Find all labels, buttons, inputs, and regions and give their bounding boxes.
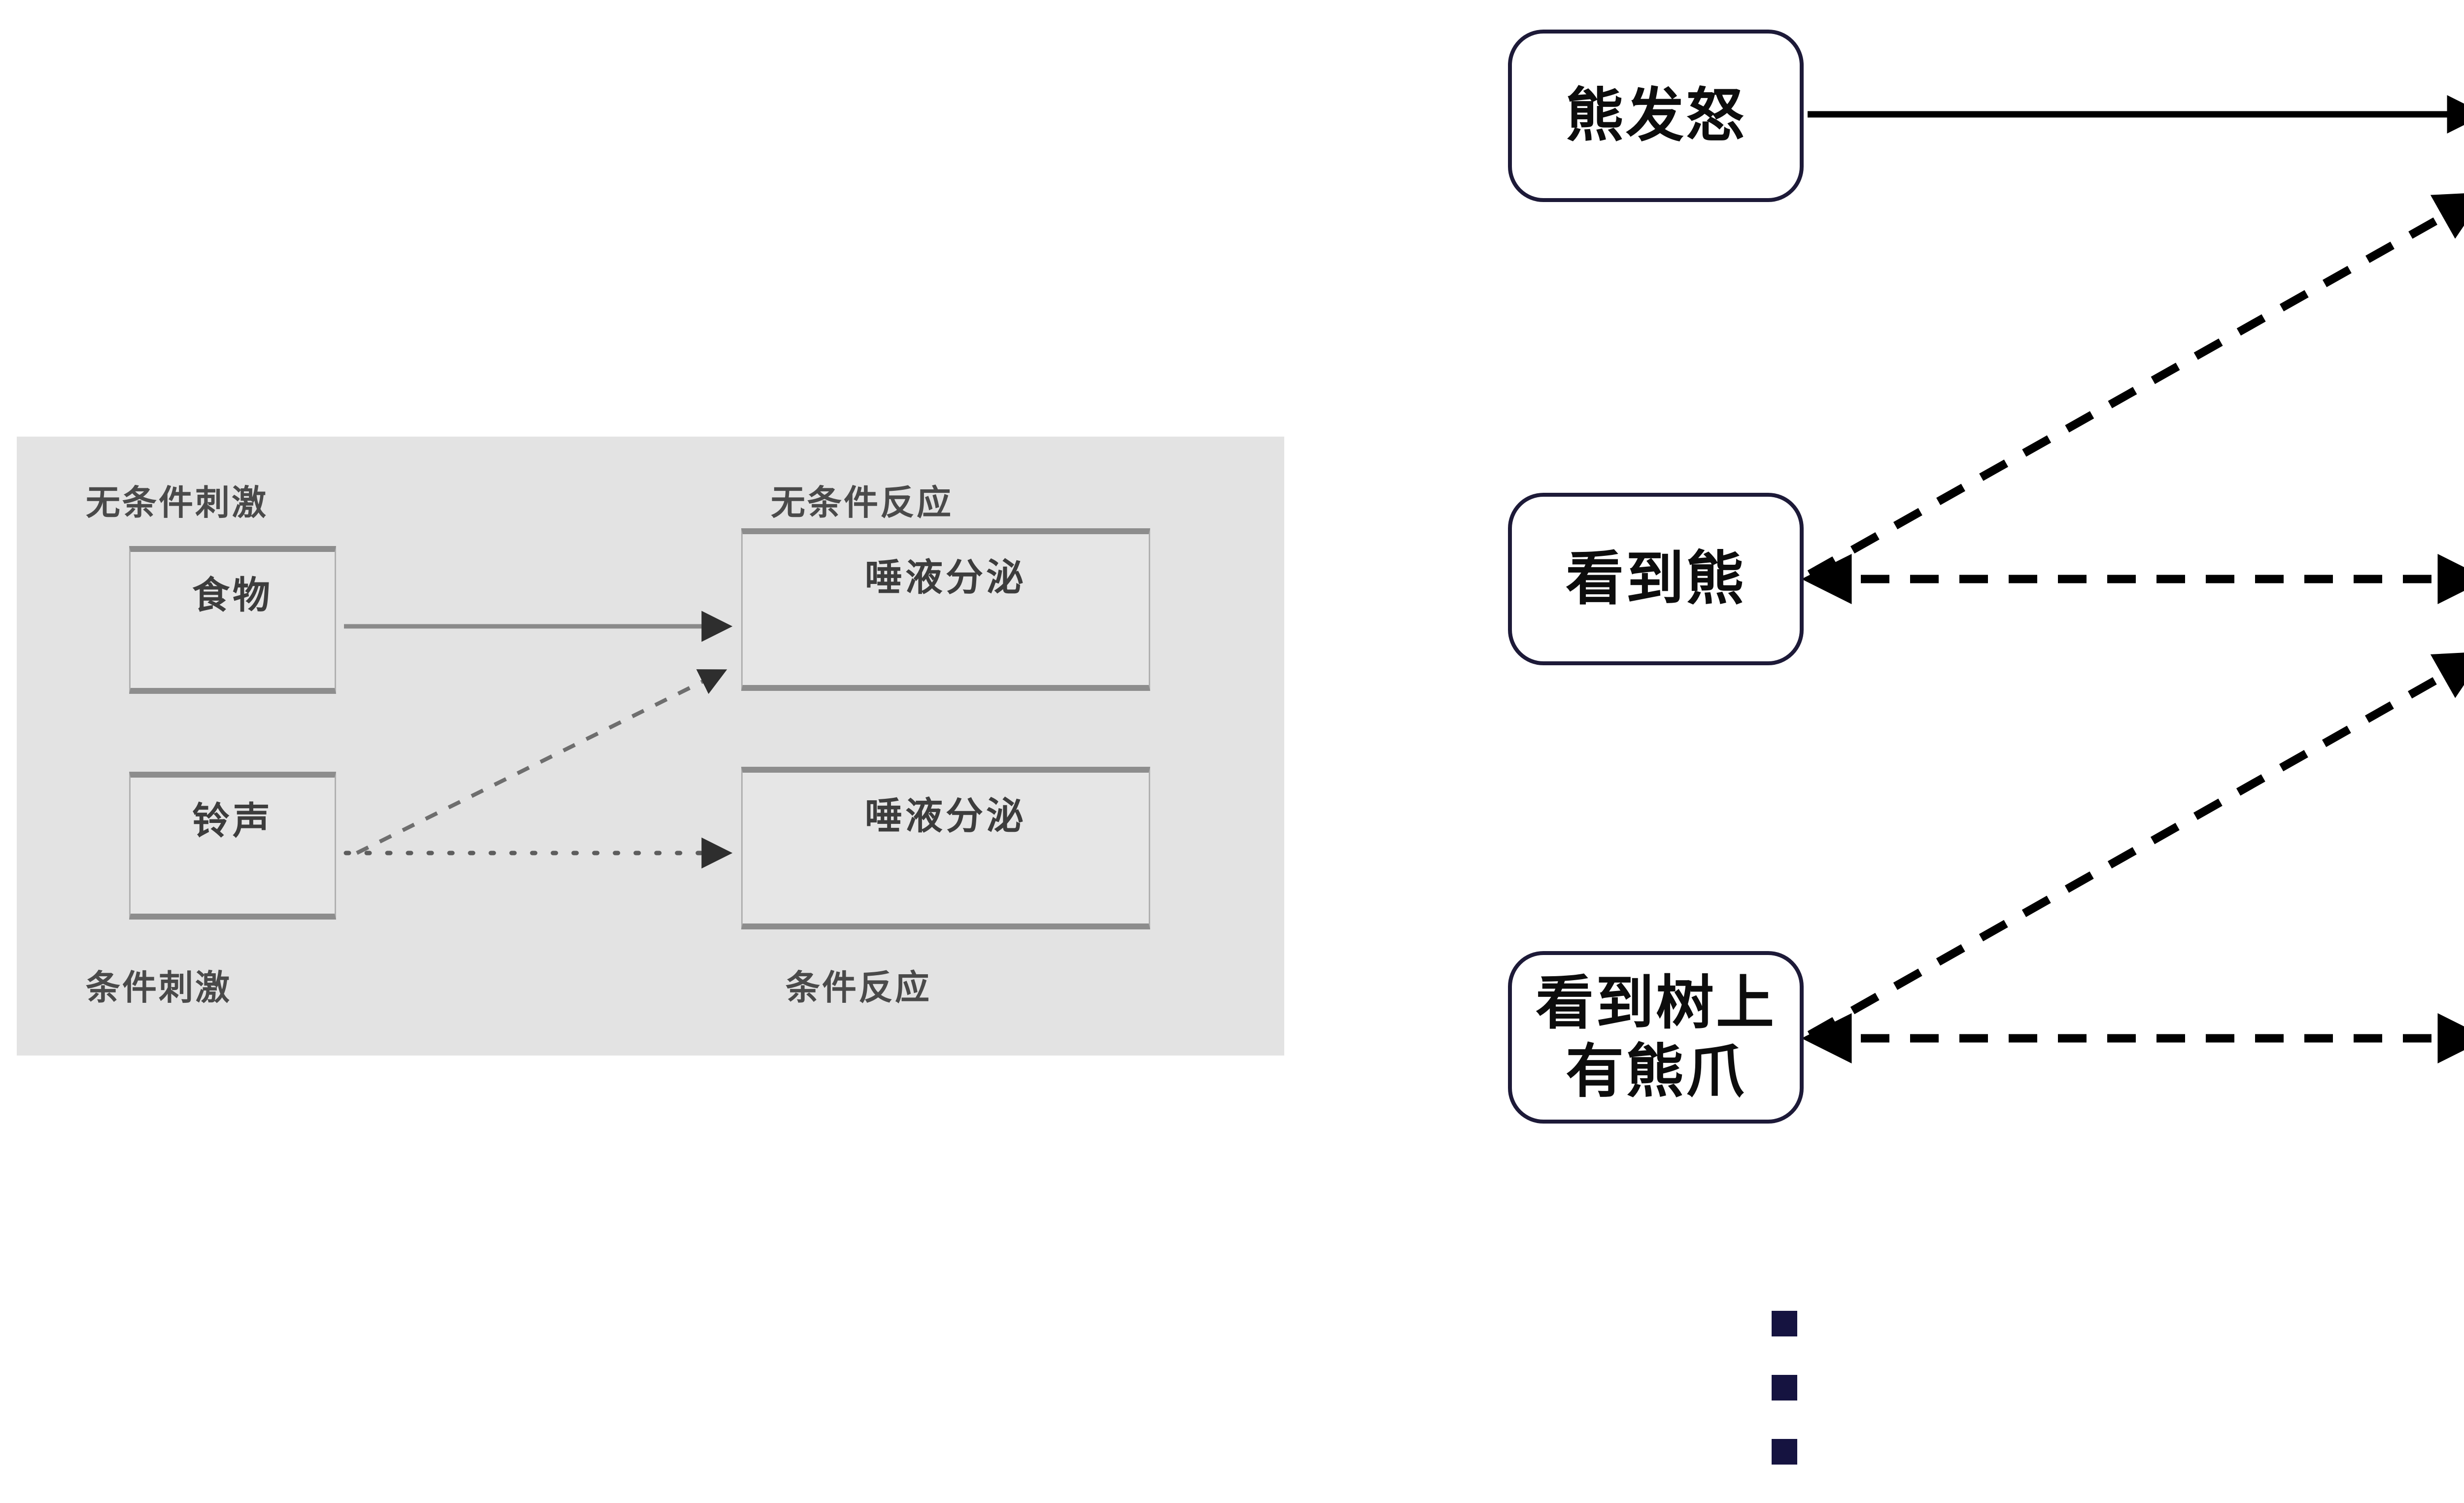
- ellipsis-dot: [1772, 1311, 1797, 1336]
- state-box-claw-on-tree[interactable]: 看到树上 有熊爪: [1508, 951, 1804, 1124]
- pavlov-box-food-label: 食物: [192, 573, 273, 617]
- label-unconditioned-stimulus: 无条件刺激: [86, 482, 268, 523]
- ellipsis-states: [1772, 1311, 1797, 1503]
- pavlov-box-salivation-top-label: 唾液分泌: [865, 555, 1027, 599]
- label-conditioned-stimulus: 条件刺激: [86, 967, 232, 1008]
- edge-claw-to-v-s-prime: [1807, 651, 2464, 1039]
- pavlov-arrow-layer: [343, 611, 733, 869]
- label-conditioned-response: 条件反应: [786, 967, 931, 1008]
- pavlov-box-bell-label: 铃声: [192, 799, 273, 843]
- classical-conditioning-panel: 无条件刺激 无条件反应 条件刺激 条件反应 食物 铃声 唾液分泌 唾液分泌: [17, 437, 1284, 1056]
- ellipsis-dot: [1772, 1439, 1797, 1465]
- td-learning-diagram: 熊发怒 看到熊 看到树上 有熊爪 奖励 V(s′) V(s): [1454, 0, 2464, 1499]
- state-box-bear-angry-label: 熊发怒: [1565, 81, 1746, 150]
- pavlov-box-salivation-bottom: 唾液分泌: [741, 767, 1150, 929]
- pavlov-arrow-bell-to-salivation-top: [356, 669, 727, 855]
- pavlov-box-salivation-bottom-label: 唾液分泌: [865, 794, 1027, 838]
- rl-arrow-layer: [1801, 95, 2464, 1063]
- state-box-bear-angry[interactable]: 熊发怒: [1508, 30, 1804, 202]
- pavlov-box-salivation-top: 唾液分泌: [741, 528, 1150, 691]
- label-unconditioned-response: 无条件反应: [771, 482, 953, 523]
- state-box-see-bear[interactable]: 看到熊: [1508, 493, 1804, 665]
- state-box-claw-on-tree-label: 看到树上 有熊爪: [1535, 968, 1776, 1105]
- edge-see-bear-to-reward: [1807, 192, 2464, 578]
- pavlov-box-food: 食物: [129, 546, 336, 694]
- ellipsis-dot: [1772, 1375, 1797, 1401]
- state-box-see-bear-label: 看到熊: [1565, 545, 1746, 613]
- pavlov-box-bell: 铃声: [129, 772, 336, 920]
